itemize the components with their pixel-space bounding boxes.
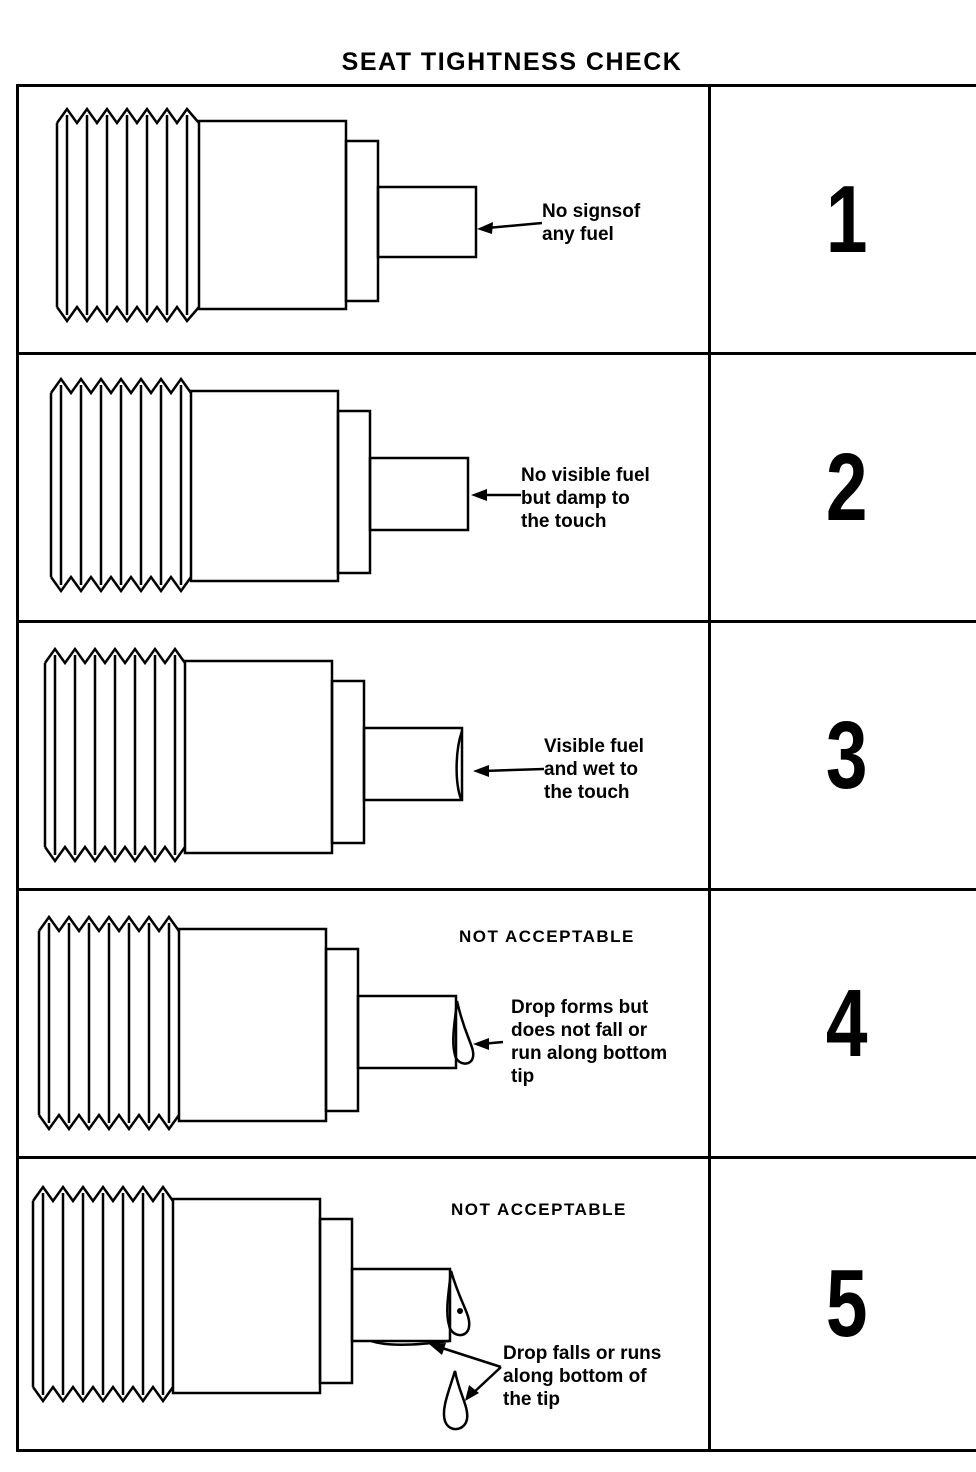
table-row-4: NOT ACCEPTABLE Drop forms but does not f… [19,891,976,1159]
nozzle-figure-2 [49,376,521,594]
falling-drop [442,1370,469,1431]
nozzle-figure-3 [43,646,545,864]
figure-cell-5: NOT ACCEPTABLE Drop falls or runs along … [19,1159,711,1449]
check-number-4: 4 [825,969,868,1077]
nozzle-figure-5 [31,1184,502,1431]
table-row-1: No signsof any fuel 1 [19,87,976,355]
description-1: No signsof any fuel [542,201,641,245]
arrow-head [473,765,489,777]
figure-cell-4: NOT ACCEPTABLE Drop forms but does not f… [19,891,711,1156]
thread-outline-top [55,106,200,126]
fuel-drop [452,1000,475,1065]
table-row-2: No visible fuel but damp to the touch 2 [19,355,976,623]
check-number-5: 5 [825,1250,868,1357]
thread-outline-bottom [55,304,200,324]
check-number-1: 1 [825,165,868,273]
status-label-5: NOT ACCEPTABLE [451,1200,627,1219]
fuel-film [455,730,464,800]
description-3: Visible fuel and wet to the touch [544,736,644,803]
figure-cell-2: No visible fuel but damp to the touch [19,355,711,620]
figure-cell-1: No signsof any fuel [19,87,711,352]
status-label-4: NOT ACCEPTABLE [459,927,635,946]
nozzle-figure-4 [37,914,504,1132]
check-table: No signsof any fuel 1 [16,84,976,1452]
fuel-run [370,1339,450,1347]
arrow-head-upper [429,1343,446,1355]
nozzle-body [197,119,348,311]
nozzle-figure-1 [55,106,543,324]
fuel-drop-tip [446,1270,471,1337]
arrow-head [477,222,493,234]
description-5: Drop falls or runs along bottom of the t… [503,1343,662,1410]
arrow-head-lower [465,1385,479,1401]
arrow-head [471,489,487,501]
table-row-5: NOT ACCEPTABLE Drop falls or runs along … [19,1159,976,1449]
figure-cell-3: Visible fuel and wet to the touch [19,623,711,888]
arrow-head [473,1038,489,1050]
description-2: No visible fuel but damp to the touch [521,465,650,532]
nozzle-tip [376,185,478,259]
description-4: Drop forms but does not fall or run alon… [511,997,668,1087]
page-title: SEAT TIGHTNESS CHECK [341,48,683,76]
table-row-3: Visible fuel and wet to the touch 3 [19,623,976,891]
check-number-3: 3 [825,701,868,809]
nozzle-step [344,139,380,303]
check-number-2: 2 [825,433,868,541]
